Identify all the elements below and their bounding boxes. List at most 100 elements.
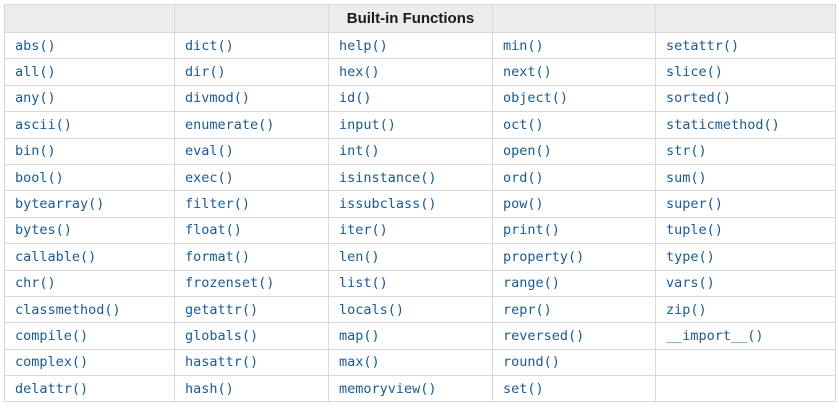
function-link[interactable]: bytearray() xyxy=(15,196,105,213)
function-link[interactable]: oct() xyxy=(503,116,544,133)
function-link[interactable]: any() xyxy=(15,90,56,107)
function-link[interactable]: hex() xyxy=(339,64,380,81)
header-cell-empty-2 xyxy=(174,4,329,33)
function-link[interactable]: id() xyxy=(339,90,372,107)
function-cell: open() xyxy=(492,137,656,165)
function-cell: iter() xyxy=(328,216,493,245)
function-link[interactable]: hash() xyxy=(185,380,234,397)
function-cell: min() xyxy=(492,31,656,60)
function-cell: complex() xyxy=(4,348,175,377)
function-link[interactable]: int() xyxy=(339,143,380,160)
function-cell: globals() xyxy=(174,322,329,350)
table-row: bin() eval() int() open() str() xyxy=(4,137,836,165)
function-link[interactable]: list() xyxy=(339,275,388,292)
function-link[interactable]: repr() xyxy=(503,301,552,318)
function-link[interactable]: abs() xyxy=(15,37,56,54)
function-link[interactable]: type() xyxy=(666,248,715,265)
function-link[interactable]: pow() xyxy=(503,196,544,213)
function-link[interactable]: ord() xyxy=(503,169,544,186)
table-body: abs() dict() help() min() setattr() all() dir(… xyxy=(4,31,836,403)
function-link[interactable]: float() xyxy=(185,222,242,239)
header-cell-empty-4 xyxy=(492,4,656,33)
header-cell-empty-5 xyxy=(655,4,836,33)
function-link[interactable]: next() xyxy=(503,64,552,81)
function-link[interactable]: divmod() xyxy=(185,90,251,107)
function-link[interactable]: delattr() xyxy=(15,380,89,397)
function-cell: setattr() xyxy=(655,31,836,60)
header-cell-empty-1 xyxy=(4,4,175,33)
function-link[interactable]: complex() xyxy=(15,354,89,371)
function-link[interactable]: iter() xyxy=(339,222,388,239)
function-link[interactable]: frozenset() xyxy=(185,275,275,292)
function-link[interactable]: input() xyxy=(339,116,396,133)
table-row: abs() dict() help() min() setattr() xyxy=(4,31,836,60)
function-cell: eval() xyxy=(174,137,329,165)
function-cell: float() xyxy=(174,216,329,245)
function-link[interactable]: bool() xyxy=(15,169,64,186)
function-cell: exec() xyxy=(174,163,329,192)
function-link[interactable]: all() xyxy=(15,64,56,81)
function-link[interactable]: memoryview() xyxy=(339,380,437,397)
function-link[interactable]: len() xyxy=(339,248,380,265)
function-cell: property() xyxy=(492,243,656,271)
function-link[interactable]: property() xyxy=(503,248,585,265)
function-cell: input() xyxy=(328,111,493,139)
function-cell: format() xyxy=(174,243,329,271)
function-link[interactable]: print() xyxy=(503,222,560,239)
function-link[interactable]: staticmethod() xyxy=(666,116,780,133)
function-link[interactable]: setattr() xyxy=(666,37,740,54)
function-cell: next() xyxy=(492,58,656,86)
function-link[interactable]: issubclass() xyxy=(339,196,437,213)
function-link[interactable]: locals() xyxy=(339,301,405,318)
function-cell: type() xyxy=(655,243,836,271)
function-link[interactable]: callable() xyxy=(15,248,97,265)
function-link[interactable]: str() xyxy=(666,143,707,160)
function-link[interactable]: round() xyxy=(503,354,560,371)
function-cell: repr() xyxy=(492,295,656,324)
table-row: bytearray() filter() issubclass() pow() supe… xyxy=(4,190,836,218)
function-link[interactable]: sum() xyxy=(666,169,707,186)
function-link[interactable]: filter() xyxy=(185,196,251,213)
function-link[interactable]: tuple() xyxy=(666,222,723,239)
function-link[interactable]: classmethod() xyxy=(15,301,121,318)
table-row: compile() globals() map() reversed() __impor… xyxy=(4,322,836,350)
function-link[interactable]: min() xyxy=(503,37,544,54)
function-link[interactable]: getattr() xyxy=(185,301,259,318)
function-link[interactable]: enumerate() xyxy=(185,116,275,133)
function-link[interactable]: __import__() xyxy=(666,327,764,344)
function-link[interactable]: open() xyxy=(503,143,552,160)
table-row: bool() exec() isinstance() ord() sum() xyxy=(4,163,836,192)
function-link[interactable]: map() xyxy=(339,327,380,344)
function-cell: enumerate() xyxy=(174,111,329,139)
function-cell: memoryview() xyxy=(328,375,493,403)
function-link[interactable]: range() xyxy=(503,275,560,292)
function-link[interactable]: dict() xyxy=(185,37,234,54)
function-link[interactable]: chr() xyxy=(15,275,56,292)
function-link[interactable]: ascii() xyxy=(15,116,72,133)
function-link[interactable]: object() xyxy=(503,90,569,107)
function-link[interactable]: zip() xyxy=(666,301,707,318)
function-link[interactable]: bin() xyxy=(15,143,56,160)
function-link[interactable]: sorted() xyxy=(666,90,732,107)
function-link[interactable]: dir() xyxy=(185,64,226,81)
function-link[interactable]: exec() xyxy=(185,169,234,186)
function-link[interactable]: compile() xyxy=(15,327,89,344)
function-link[interactable]: globals() xyxy=(185,327,259,344)
function-link[interactable]: isinstance() xyxy=(339,169,437,186)
function-cell: getattr() xyxy=(174,295,329,324)
function-link[interactable]: set() xyxy=(503,380,544,397)
function-cell: max() xyxy=(328,348,493,377)
function-link[interactable]: format() xyxy=(185,248,251,265)
empty-cell xyxy=(655,348,836,377)
function-link[interactable]: eval() xyxy=(185,143,234,160)
function-link[interactable]: slice() xyxy=(666,64,723,81)
function-link[interactable]: max() xyxy=(339,354,380,371)
function-link[interactable]: bytes() xyxy=(15,222,72,239)
function-cell: sum() xyxy=(655,163,836,192)
function-link[interactable]: vars() xyxy=(666,275,715,292)
function-link[interactable]: super() xyxy=(666,196,723,213)
function-cell: locals() xyxy=(328,295,493,324)
function-link[interactable]: hasattr() xyxy=(185,354,259,371)
function-link[interactable]: reversed() xyxy=(503,327,585,344)
function-link[interactable]: help() xyxy=(339,37,388,54)
